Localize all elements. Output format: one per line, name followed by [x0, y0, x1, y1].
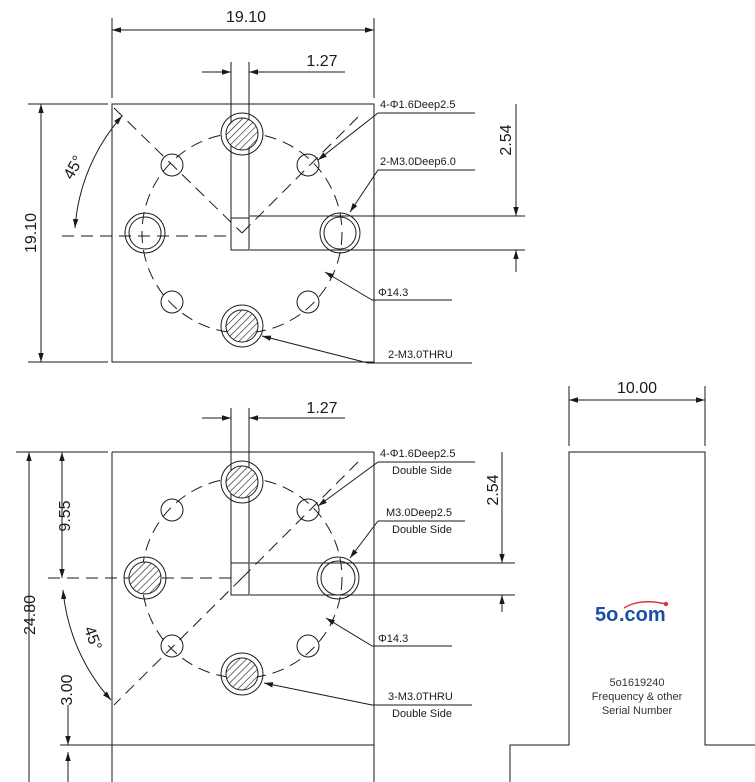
brand-logo: 5o .com — [595, 601, 669, 626]
bottom-center-slot — [230, 562, 250, 596]
side-view: 10.00 5o .com 5o1619240 Frequency & othe… — [509, 380, 755, 782]
bottom-offset-label: 2.54 — [485, 474, 502, 505]
serial-label-line2: Serial Number — [602, 705, 673, 717]
top-view: 19.10 1.27 19.10 2.54 — [23, 9, 525, 364]
bottom-small-hole — [160, 498, 184, 522]
top-offset-label: 2.54 — [498, 124, 515, 155]
top-angle-arc — [72, 115, 123, 229]
top-thru-hole-upper — [225, 117, 259, 151]
top-small-hole — [160, 153, 184, 177]
bottom-side-hole-right — [320, 560, 356, 596]
top-callout-side-holes: 2-M3.0Deep6.0 — [380, 156, 456, 168]
bottom-angle-arc — [61, 589, 112, 701]
bottom-small-hole — [296, 498, 320, 522]
bottom-slot-label: 1.27 — [306, 400, 337, 417]
bottom-callout-small-holes-2: Double Side — [392, 465, 452, 477]
serial-number: 5o1619240 — [609, 677, 664, 689]
bottom-callout-side-hole: M3.0Deep2.5 — [386, 507, 452, 519]
top-center-slot — [230, 217, 250, 251]
top-callout-circle: Φ14.3 — [378, 287, 408, 299]
bottom-height-label: 24.80 — [22, 595, 39, 635]
bottom-small-hole — [296, 634, 320, 658]
top-callout-small-holes: 4-Φ1.6Deep2.5 — [380, 99, 455, 111]
top-slot-label: 1.27 — [306, 53, 337, 70]
top-height-label: 19.10 — [23, 213, 40, 253]
top-small-hole — [296, 153, 320, 177]
top-small-hole — [296, 290, 320, 314]
bottom-thru-hole-lower — [225, 657, 259, 691]
bottom-callout-circle: Φ14.3 — [378, 633, 408, 645]
bottom-view: 1.27 24.80 9.55 3.00 2.54 — [16, 400, 515, 782]
bottom-thru-hole-upper — [225, 465, 259, 499]
top-width-label: 19.10 — [226, 9, 266, 26]
bottom-angle-label: 45° — [80, 624, 104, 653]
logo-swoosh-icon — [623, 601, 667, 609]
bottom-callout-side-hole-2: Double Side — [392, 524, 452, 536]
serial-label-line1: Frequency & other — [592, 691, 683, 703]
top-angle-label: 45° — [61, 153, 88, 182]
bottom-small-hole — [160, 634, 184, 658]
bottom-callout-thru-2: Double Side — [392, 708, 452, 720]
bottom-thru-hole-left — [128, 561, 162, 595]
bottom-lower-label: 3.00 — [59, 674, 76, 705]
side-view-outline — [509, 451, 755, 782]
top-side-hole-right — [323, 216, 357, 250]
logo-number: 5o — [595, 604, 618, 626]
top-side-hole-left — [128, 216, 162, 250]
side-width-label: 10.00 — [617, 380, 657, 397]
bottom-callout-thru: 3-M3.0THRU — [388, 691, 453, 703]
top-small-hole — [160, 290, 184, 314]
top-callout-thru: 2-M3.0THRU — [388, 349, 453, 361]
logo-domain: .com — [619, 604, 666, 626]
bottom-upper-label: 9.55 — [57, 500, 74, 531]
top-thru-hole-lower — [225, 309, 259, 343]
top-view-outline — [111, 103, 375, 363]
bottom-callout-small-holes: 4-Φ1.6Deep2.5 — [380, 448, 455, 460]
